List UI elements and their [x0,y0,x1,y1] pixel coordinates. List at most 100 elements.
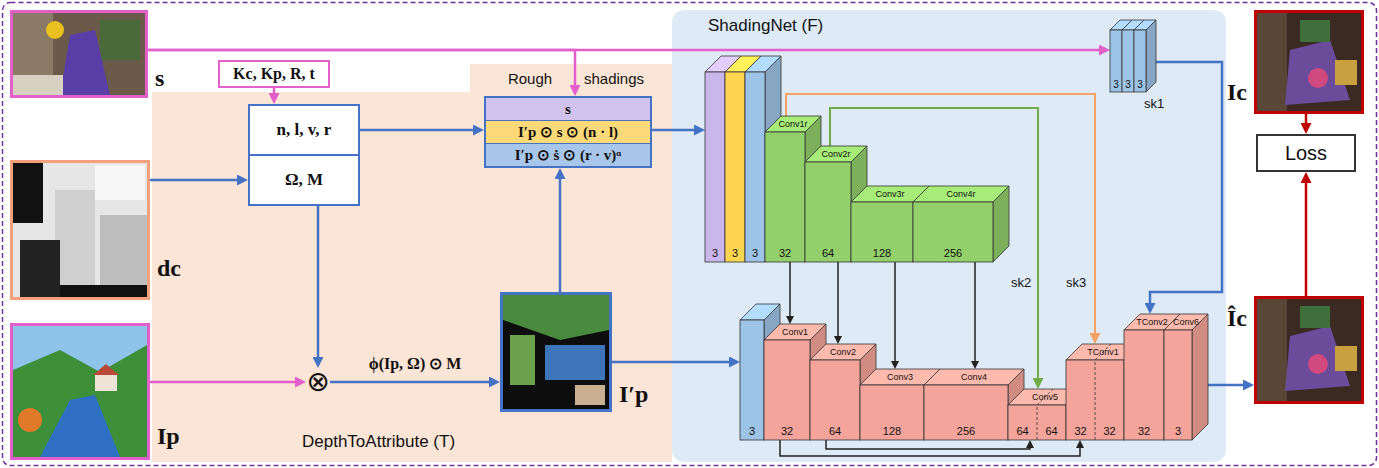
block-top [913,186,1009,202]
depth-hole [20,240,60,297]
connector [360,129,476,132]
attribute-box: n, l, v, rΩ, M [248,104,360,206]
block-front [810,360,860,440]
connector [317,206,320,360]
block-label: Conv3 [860,369,940,385]
channel-number: 3 [1110,78,1122,91]
block-front [705,72,725,262]
edge-label: sk3 [1066,275,1086,290]
predict-shelf [1257,299,1287,401]
image-frame: Ip [10,323,150,460]
box-label: I′p ⊙ ṡ ⊙ (r · v)ᵅ [515,146,622,164]
connector [330,381,492,384]
depth-hole [60,285,147,297]
depth-to-attribute-panel [152,64,672,462]
image-frame: I′p [500,292,612,412]
channel-number: 256 [913,246,993,260]
block-shape [1164,314,1208,440]
channel-number: 3 [1134,78,1146,91]
painting-roof [93,364,119,375]
channel-number: 3 [740,424,764,438]
predicted-photo [1257,299,1361,401]
warped-patch [510,335,535,385]
depth-object [95,165,145,200]
depth-hole [13,163,43,223]
block-front [764,340,810,440]
photo-flower [46,21,64,39]
captured-photo [1257,13,1361,111]
connector [559,176,562,292]
connector [974,262,976,363]
connector [789,262,791,318]
block-top [805,146,867,162]
depth-object [100,215,147,297]
block-label: Conv5 [1008,389,1082,405]
image-label: Ic [1227,79,1247,106]
channel-number: 3 [1164,424,1192,438]
block-top [1134,20,1156,30]
block-front [740,320,764,440]
capture-patch [1335,60,1357,85]
box-label: Loss [1285,142,1327,165]
connector [894,262,896,363]
image-frame: s [10,10,148,98]
channel-number: 3 [725,246,745,260]
channel-number: 32 [1124,424,1164,438]
block-front [1124,330,1164,440]
channel-number: 128 [851,246,913,260]
channel-number: 128 [860,424,924,438]
connector [1305,180,1308,296]
block-front [745,72,765,262]
block-front [1110,30,1122,92]
warped-ground [503,295,609,409]
conv-block: Conv4r256 [913,186,1009,262]
edge-label: sk2 [1011,275,1031,290]
channel-number: 32 [1095,424,1124,438]
connector [652,129,697,132]
channel-number: 64 [1037,424,1066,438]
block-front [851,202,913,262]
scene-photo [13,13,145,95]
predict-ground [1257,299,1361,401]
image-label: I′p [619,381,648,408]
channel-number: 64 [810,424,860,438]
depth-ground [13,163,147,297]
depth-object [55,190,95,297]
channel-number: 32 [1066,424,1095,438]
photo-board [100,20,140,60]
connector [273,88,276,96]
connector [786,94,1095,336]
param-box: Kc, Kp, R, t [218,60,330,88]
box-label: Kc, Kp, R, t [233,65,315,83]
image-label: Ip [157,423,180,450]
predict-patch [1300,306,1330,328]
block-top [810,344,876,360]
photo-boxes [13,75,63,95]
block-top [765,116,821,132]
block-front [805,162,851,262]
capture-patch [1308,68,1328,88]
image-frame: Îc [1254,296,1364,404]
image-frame: dc [10,160,150,300]
region-panel: DepthToAttribute (T)n, l, v, rΩ, MsI′p ⊙… [152,92,672,462]
photo-wall [13,13,145,95]
outer-frame [3,3,1377,466]
region-panel: ShadingNet (F)333sk1333Conv1r32Conv2r64C… [672,10,1226,462]
block-front [860,385,924,440]
image-label: dc [157,255,181,282]
channel-number: 32 [764,424,810,438]
box-label: I′p ⊙ s ⊙ (n · l) [518,123,618,141]
channel-number: 3 [705,246,725,260]
block-label: Conv2 [810,344,876,360]
block-label: Conv2r [805,146,867,162]
block-top [1164,314,1208,330]
annotation: shadings [584,70,644,87]
connector [612,361,732,364]
region-title: DepthToAttribute (T) [302,432,455,452]
connector [1208,384,1246,387]
block-label: TConv2 [1124,314,1180,330]
annotation: Rough [508,70,552,87]
predict-patch [1308,354,1328,374]
depth-map [13,163,147,297]
